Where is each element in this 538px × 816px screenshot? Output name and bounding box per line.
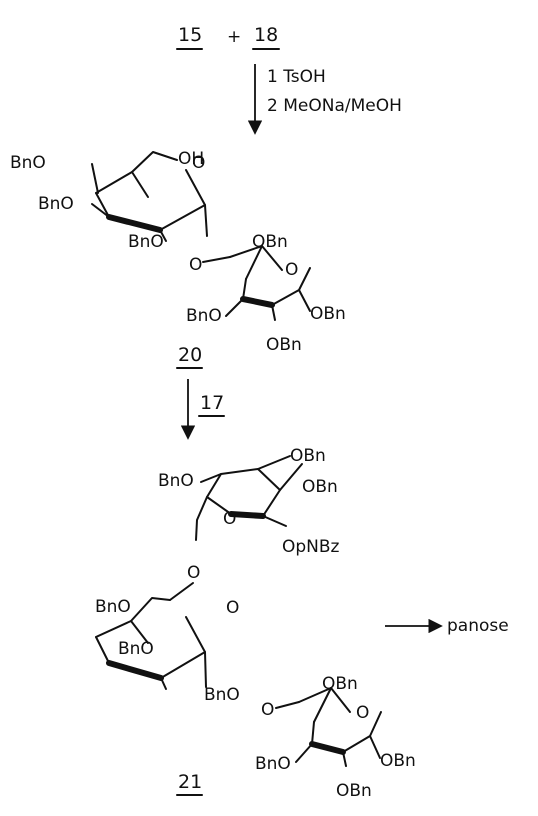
compound-20-number: 20 — [178, 344, 202, 366]
c3-bno-label: BnO — [38, 194, 74, 214]
c4-bno-label: BnO — [95, 597, 131, 617]
compound-21-number: 21 — [178, 771, 202, 793]
c3-bno-label: BnO — [118, 639, 154, 659]
c2-obn-label: OBn — [302, 477, 338, 497]
glycosidic-link-o: O — [189, 255, 202, 275]
c6-opnbz-label: OpNBz — [282, 537, 340, 557]
c4-bno-label: BnO — [10, 153, 46, 173]
reactant-18-label: 18 — [254, 24, 278, 46]
c1-obn-label: OBn — [380, 751, 416, 771]
compound-21-top-ring — [195, 455, 303, 541]
glycosidic-link-o: O — [261, 700, 274, 720]
c3-obn-label: OBn — [290, 446, 326, 466]
c6-obn-label: OBn — [252, 232, 288, 252]
c3-bno-label: BnO — [186, 306, 222, 326]
c2-bno-label: BnO — [128, 232, 164, 252]
ring-o-label: O — [223, 509, 236, 529]
ring-o-label: O — [192, 153, 205, 173]
step2-reagent-17: 17 — [200, 392, 224, 414]
c2-obn-label: OBn — [336, 781, 372, 801]
step1-reagent-1: 1 TsOH — [267, 67, 326, 87]
product-panose-label: panose — [447, 616, 509, 636]
plus-sign: + — [227, 27, 241, 47]
c2-bno-label: BnO — [204, 685, 240, 705]
c2-obn-label: OBn — [266, 335, 302, 355]
ring-o-label: O — [226, 598, 239, 618]
glycosidic-link-o: O — [187, 563, 200, 583]
compound-21-bottom-ring — [298, 687, 382, 767]
c6-obn-label: OBn — [322, 674, 358, 694]
compound-20-bottom-ring — [229, 245, 311, 321]
step1-reagent-2: 2 MeONa/MeOH — [267, 96, 402, 116]
reactant-15-label: 15 — [178, 24, 202, 46]
compound-21-middle-ring — [95, 597, 207, 690]
c3-bno-label: BnO — [255, 754, 291, 774]
c4-bno-label: BnO — [158, 471, 194, 491]
compound-20-top-ring — [95, 151, 208, 242]
c1-obn-label: OBn — [310, 304, 346, 324]
c6-oh-label: OH — [178, 149, 204, 169]
ring-o-label: O — [356, 703, 369, 723]
ring-o-label: O — [285, 260, 298, 280]
